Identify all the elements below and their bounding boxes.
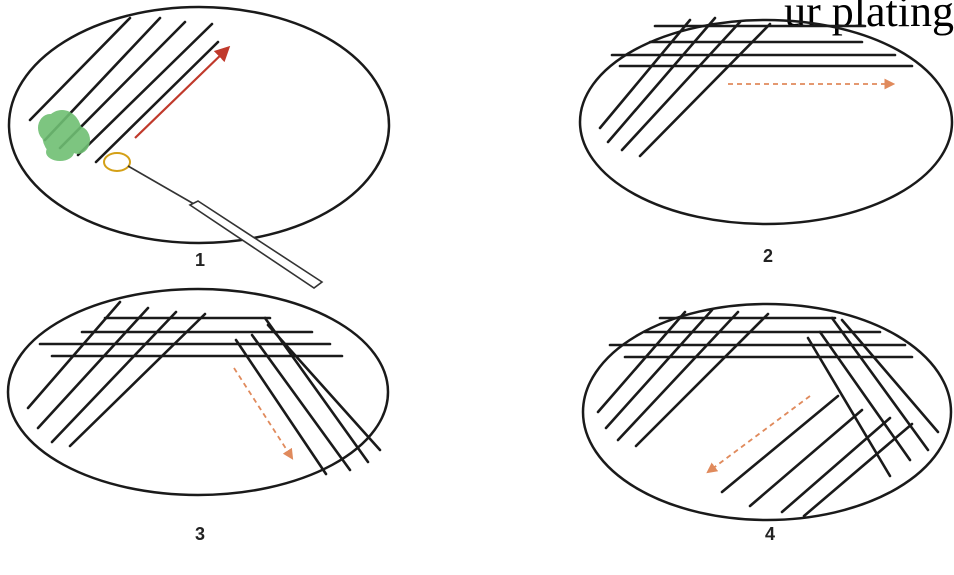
petri-dish-outline xyxy=(6,287,390,497)
plate-step-1: 1 xyxy=(7,5,391,289)
step-label: 1 xyxy=(195,250,205,270)
petri-dish-outline xyxy=(578,18,954,226)
petri-dish-outline xyxy=(7,5,391,245)
petri-dish-outline xyxy=(581,302,953,522)
inoculum-blob-icon xyxy=(38,110,90,161)
streak-lines xyxy=(598,16,914,158)
plate-step-3: 3 xyxy=(6,287,390,544)
page-title-fragment: ur plating xyxy=(784,0,954,36)
streak-lines xyxy=(596,308,940,518)
streak-lines xyxy=(26,300,382,476)
step-label: 2 xyxy=(763,246,773,266)
streak-direction-arrow xyxy=(706,395,811,474)
streak-direction-arrow xyxy=(134,45,231,139)
step-label: 3 xyxy=(195,524,205,544)
plate-step-4: 4 xyxy=(581,302,953,544)
step-label: 4 xyxy=(765,524,775,544)
inoculating-loop-icon xyxy=(103,152,324,289)
plate-step-2: 2 xyxy=(578,16,954,266)
